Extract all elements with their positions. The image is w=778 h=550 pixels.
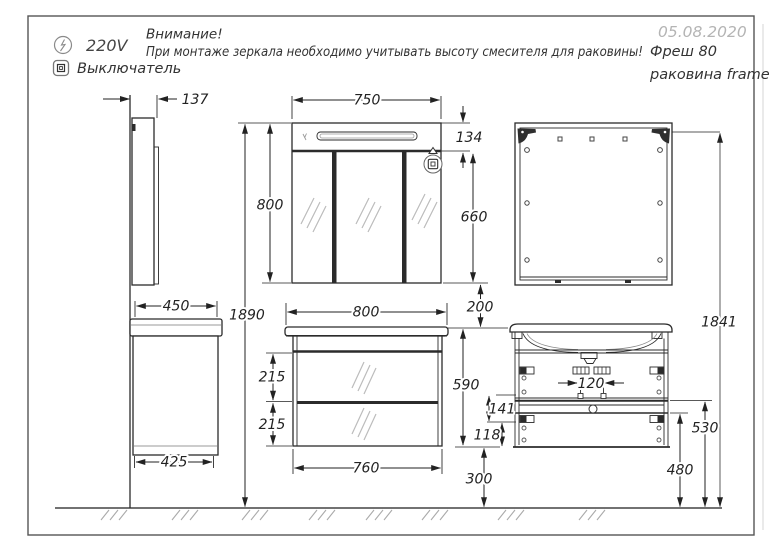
dim-cabinet-depth-bottom: 425 [161,455,188,471]
switch-symbol-icon [423,146,443,174]
dim-door-height: 660 [461,210,488,226]
drawer-shine-marks [351,361,377,441]
ground-line [55,507,722,521]
vanity-section-view [509,323,673,448]
dim-mirror-depth: 137 [182,92,209,108]
power-icon [53,35,73,55]
dim-drain-offset: 120 [578,376,605,392]
mirror-side-view [131,117,159,286]
dim-overall-height-cabinet: 1841 [701,315,737,331]
dim-cabinet-width: 760 [353,461,380,477]
mirror-rear-view [514,122,673,286]
attention-title: Внимание! [146,27,223,43]
mirror-front-view [291,122,443,284]
product-name: Фреш 80 [650,44,717,60]
attention-text: При монтаже зеркала необходимо учитывать… [146,44,643,60]
date-label: 05.08.2020 [658,23,747,41]
dim-lower-rail-height: 480 [667,463,694,479]
dim-drawer-gap-top: 141 [489,402,516,418]
light-fixture-icon [302,131,418,141]
dim-counter-width: 800 [353,305,380,321]
header: 220V Внимание! При монтаже зеркала необх… [52,23,770,83]
sheet-border [27,15,764,536]
dim-drawer-top-height: 215 [259,370,286,386]
product-variant: раковина frame [649,67,770,83]
dim-drawer-gap-bottom: 118 [474,428,501,444]
dim-mirror-width: 750 [354,93,381,109]
dim-cabinet-height: 590 [453,378,480,394]
power-label: 220V [86,36,129,55]
dimensions: 137 750 134 660 800 1890 200 450 [103,90,739,508]
switch-icon [52,59,70,77]
vanity-front-view [284,326,449,447]
dim-counter-depth: 450 [163,299,190,315]
dim-mirror-height: 800 [257,198,284,214]
vanity-side-view [129,318,223,456]
dim-mid-shelf-height: 530 [692,421,719,437]
dim-lamp-panel-height: 134 [456,130,483,146]
switch-label: Выключатель [77,61,181,77]
dim-overall-height-mirror: 1890 [229,308,265,324]
dim-mirror-to-counter-gap: 200 [467,300,494,316]
dim-floor-clearance: 300 [466,472,493,488]
mirror-shine-marks [300,193,438,233]
dim-drawer-bottom-height: 215 [259,417,286,433]
